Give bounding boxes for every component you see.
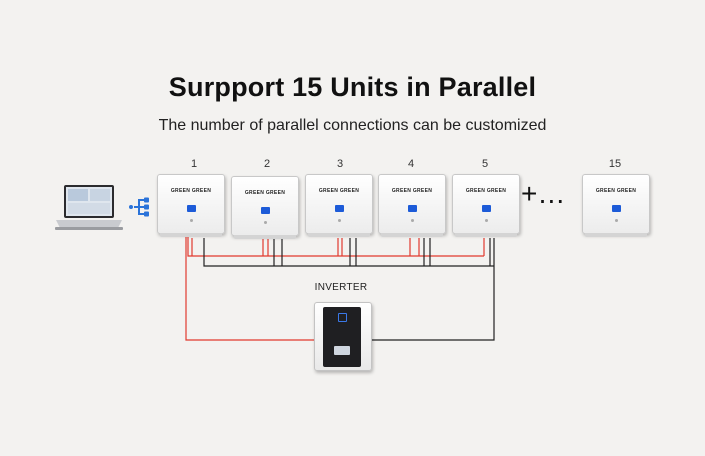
battery-unit-5: GREEN GREEN (452, 174, 520, 237)
battery-brand: GREEN GREEN (170, 188, 212, 194)
battery-led (485, 219, 488, 222)
unit-number-15: 15 (608, 158, 622, 170)
inverter-display (334, 346, 350, 355)
battery-led (264, 221, 267, 224)
battery-unit-1: GREEN GREEN (157, 174, 225, 237)
unit-number-4: 4 (407, 158, 415, 170)
battery-base (455, 233, 517, 237)
battery-screen (612, 205, 621, 212)
battery-base (160, 233, 222, 237)
battery-base (381, 233, 443, 237)
battery-base (234, 235, 296, 239)
battery-screen (482, 205, 491, 212)
battery-led (338, 219, 341, 222)
positive-wires (185, 236, 485, 341)
battery-led (190, 219, 193, 222)
unit-number-3: 3 (336, 158, 344, 170)
battery-brand: GREEN GREEN (465, 188, 507, 194)
inverter-front-panel (323, 307, 361, 367)
page-title: Surpport 15 Units in Parallel (168, 72, 537, 102)
inverter-logo-icon (338, 313, 347, 322)
battery-screen (187, 205, 196, 212)
page-subtitle: The number of parallel connections can b… (158, 117, 547, 134)
plus-ellipsis: +… (521, 178, 566, 209)
battery-led (411, 219, 414, 222)
battery-base (585, 233, 647, 237)
battery-led (615, 219, 618, 222)
battery-unit-15: GREEN GREEN (582, 174, 650, 237)
battery-base (308, 233, 370, 237)
negative-wires (203, 238, 495, 341)
unit-number-5: 5 (481, 158, 489, 170)
battery-unit-2: GREEN GREEN (231, 176, 299, 239)
battery-screen (408, 205, 417, 212)
battery-screen (261, 207, 270, 214)
laptop-icon (54, 184, 124, 236)
unit-number-2: 2 (263, 158, 271, 170)
battery-screen (335, 205, 344, 212)
battery-brand: GREEN GREEN (595, 188, 637, 194)
battery-brand: GREEN GREEN (244, 190, 286, 196)
battery-brand: GREEN GREEN (318, 188, 360, 194)
battery-brand: GREEN GREEN (391, 188, 433, 194)
unit-number-1: 1 (190, 158, 198, 170)
inverter (314, 302, 372, 371)
inverter-label: INVERTER (314, 282, 368, 293)
battery-unit-4: GREEN GREEN (378, 174, 446, 237)
battery-unit-3: GREEN GREEN (305, 174, 373, 237)
network-hub-icon (128, 196, 150, 218)
